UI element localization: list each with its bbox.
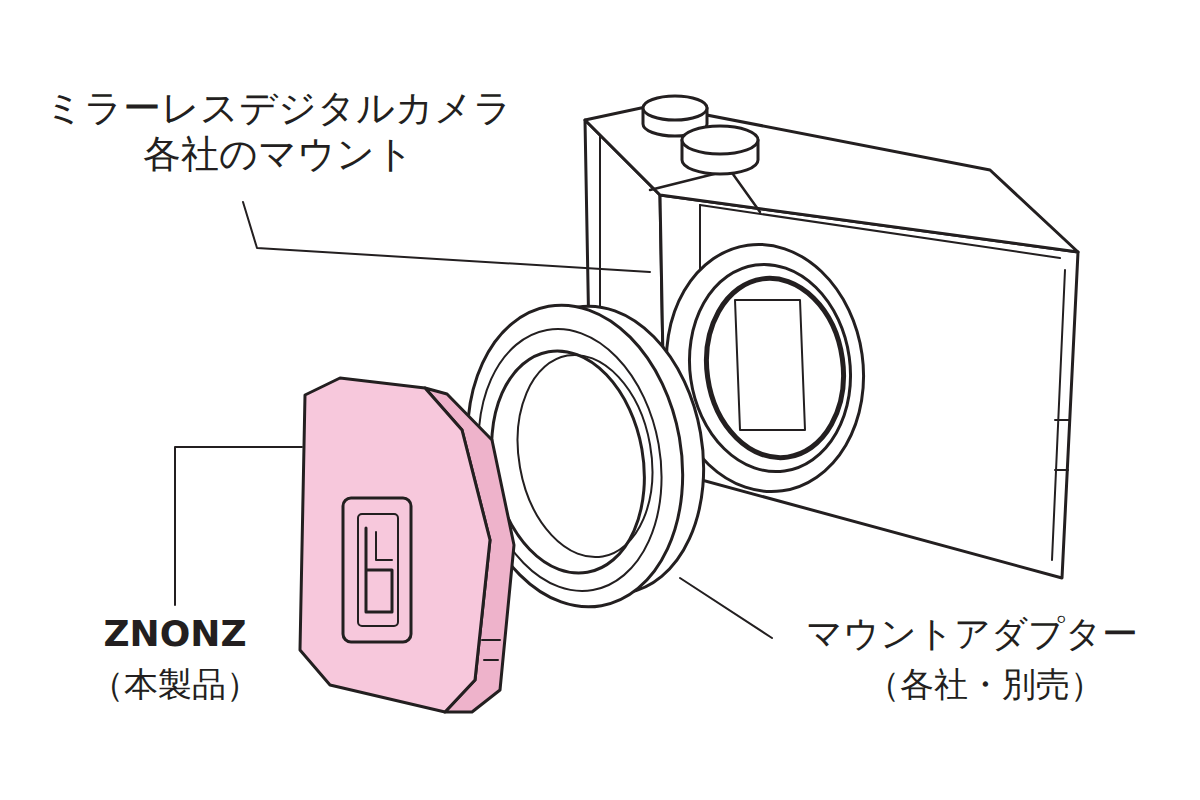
part-note-holder: （本製品）	[90, 664, 260, 705]
znonz-product	[300, 378, 514, 712]
part-label: ミラーレスデジタルカメラ 各社のマウント	[31, 86, 525, 177]
leader-line	[680, 578, 772, 638]
product-name: ZNONZ	[103, 612, 246, 655]
part-note-holder: （各社・別売）	[866, 664, 1104, 705]
part-label-holder: ミラーレスデジタルカメラ 各社のマウント	[31, 86, 525, 177]
part-label: マウントアダプター	[806, 612, 1138, 655]
part-note: （本製品）	[90, 664, 260, 705]
part-label-holder: マウントアダプター	[806, 612, 1138, 655]
product-name-holder: ZNONZ	[103, 612, 246, 655]
leader-line	[175, 447, 302, 605]
leader-line	[243, 202, 650, 272]
part-note: （各社・別売）	[866, 664, 1104, 705]
